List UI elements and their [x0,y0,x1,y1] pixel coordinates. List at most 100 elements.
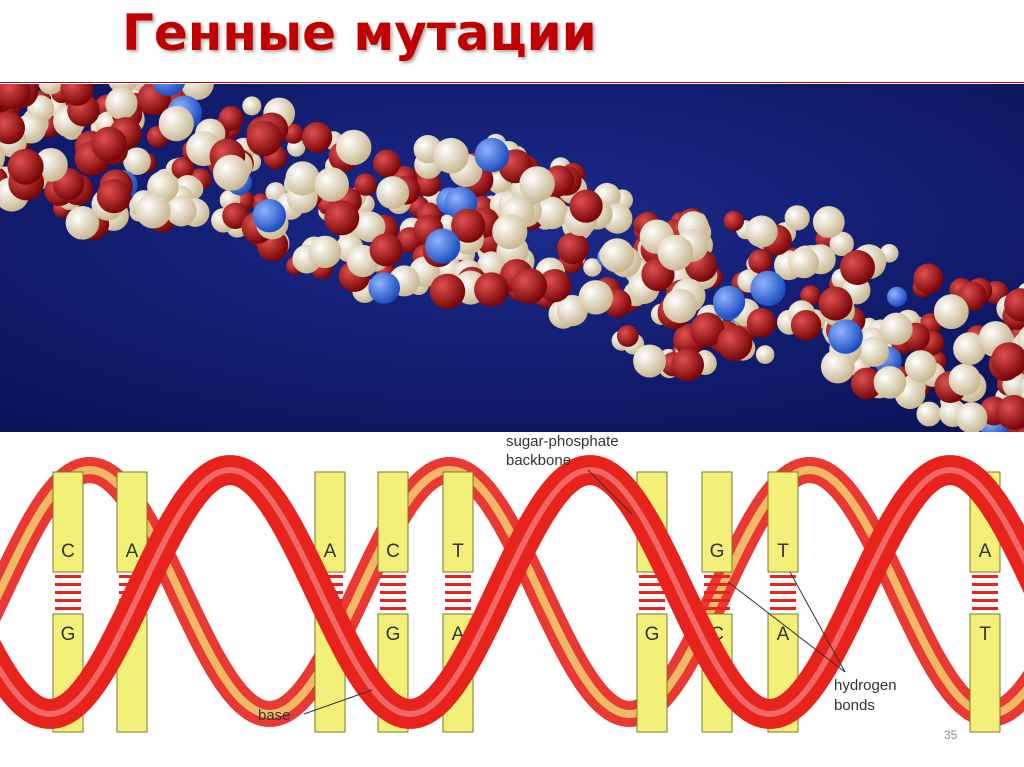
backbone-label-line2: backbone [506,452,571,469]
atom-sphere [820,349,855,384]
atom-sphere [123,147,151,176]
atom-sphere [829,231,854,256]
hydrogen-bond [770,599,796,602]
atom-sphere [7,148,44,185]
base-upper [377,471,409,573]
hydrogen-label-line2: bonds [834,697,875,714]
base-letter-top: C [386,541,400,562]
atom-sphere [671,348,704,382]
atom-sphere [354,173,377,196]
hydrogen-bond [445,607,471,610]
atom-sphere [283,123,304,144]
atom-sphere [474,137,510,173]
hydrogen-bond [380,583,406,586]
atom-sphere [746,308,777,338]
hydrogen-bond [972,591,998,594]
hydrogen-bond [972,599,998,602]
atom-sphere [492,214,528,250]
atom-sphere [451,208,486,243]
base-upper [314,471,346,573]
atom-sphere [578,280,613,315]
atom-sphere [818,286,853,321]
hydrogen-bond [704,591,730,594]
atom-sphere [373,149,401,177]
atom-sphere [873,366,907,399]
hydrogen-bond [770,575,796,578]
hydrogen-bond [445,575,471,578]
atom-sphere [850,367,883,400]
base-label-text: base [258,707,291,724]
base-letter-bottom: T [979,624,991,645]
atom-sphere [812,206,845,238]
atom-sphere [181,84,214,100]
atom-sphere [790,310,822,341]
atom-sphere [96,179,131,214]
atom-sphere [913,263,944,294]
atom-sphere [904,350,937,383]
base-letter-bottom: G [386,624,401,645]
atom-sphere [887,286,907,307]
atom-sphere [0,111,25,145]
hydrogen-bond [55,607,81,610]
atom-sphere [60,84,94,106]
hydrogen-bond [55,583,81,586]
atom-sphere [828,319,863,354]
hydrogen-bonds-label: hydrogen bonds [727,571,897,714]
atom-sphere [991,342,1024,379]
atom-sphere [425,228,461,264]
atom-sphere [858,336,889,367]
title-divider [0,82,1024,83]
hydrogen-bond [445,583,471,586]
atom-sphere [314,167,350,202]
atom-sphere [538,269,572,303]
hydrogen-bond [55,591,81,594]
hydrogen-bond [639,599,665,602]
atom-sphere [557,232,589,265]
base-letter-top: C [61,541,75,562]
hydrogen-bond [770,583,796,586]
atom-sphere [748,249,773,274]
atom-sphere [717,325,753,361]
hydrogen-bond [972,575,998,578]
base-upper [52,471,84,573]
atom-sphere [723,210,744,232]
hydrogen-pointer-2 [789,571,846,673]
base-letter-top: A [324,541,337,562]
atom-sphere [569,189,603,223]
atom-sphere [151,84,186,96]
base-letter-top: A [126,541,139,562]
base-letter-bottom: G [645,624,660,645]
atom-sphere [616,325,639,347]
atom-sphere [285,161,320,196]
hydrogen-bond [445,591,471,594]
atom-sphere [662,288,698,324]
base-letter-bottom: A [777,624,790,645]
atom-sphere [633,344,667,378]
hydrogen-bond [639,575,665,578]
hydrogen-bond [704,599,730,602]
hydrogen-pointer-1 [727,581,846,673]
hydrogen-bond [972,583,998,586]
atom-sphere [511,268,548,304]
atom-sphere [301,122,333,153]
base-letter-top: G [710,541,725,562]
atom-sphere [0,84,31,109]
base-letter-bottom: G [61,624,76,645]
atom-sphere [800,285,821,306]
atom-sphere [880,312,913,345]
atom-sphere [0,145,5,170]
hydrogen-bond [380,591,406,594]
hydrogen-bond [55,575,81,578]
atom-sphere [91,126,127,162]
atom-sphere [222,202,249,229]
base-letter-top: A [979,541,992,562]
atom-sphere [657,234,694,271]
backbone-strand-front-highlight [0,467,1024,717]
backbone-pointer [587,469,633,515]
base-letter-top: T [452,541,464,562]
base-upper [701,471,733,573]
hydrogen-bond [770,607,796,610]
atom-sphere [171,157,195,180]
atom-sphere [354,211,386,243]
